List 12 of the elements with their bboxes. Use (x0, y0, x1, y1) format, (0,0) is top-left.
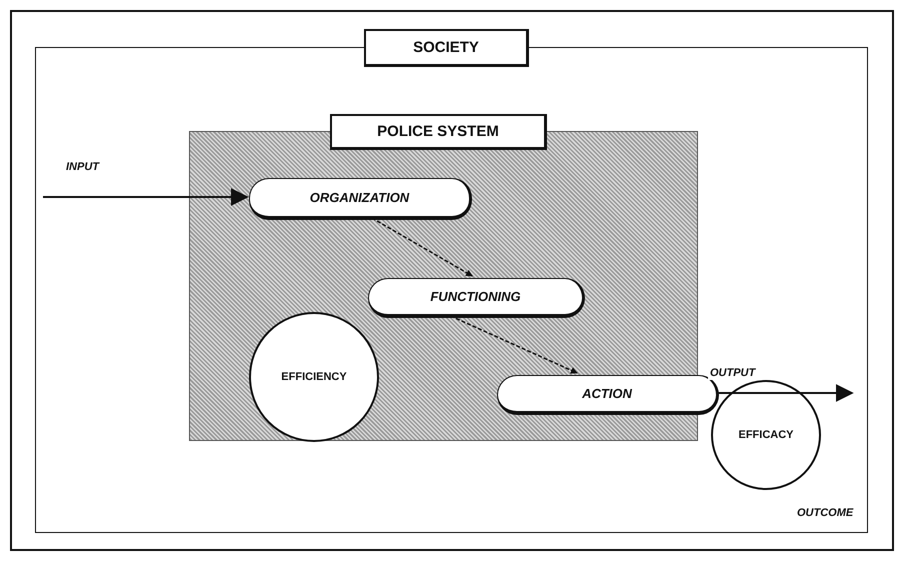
edge-label: OUTPUT (708, 366, 758, 380)
frame-title: SOCIETY (364, 29, 529, 67)
process-box: ACTION (497, 375, 719, 415)
arrow (43, 188, 249, 206)
circle-node: EFFICACY (711, 380, 821, 490)
circle-node: EFFICIENCY (249, 312, 379, 442)
process-box: ORGANIZATION (249, 178, 472, 220)
process-box: FUNCTIONING (368, 278, 585, 318)
frame-title: POLICE SYSTEM (330, 114, 547, 150)
arrow (717, 384, 854, 402)
arrow (450, 315, 578, 374)
arrow (372, 217, 473, 277)
